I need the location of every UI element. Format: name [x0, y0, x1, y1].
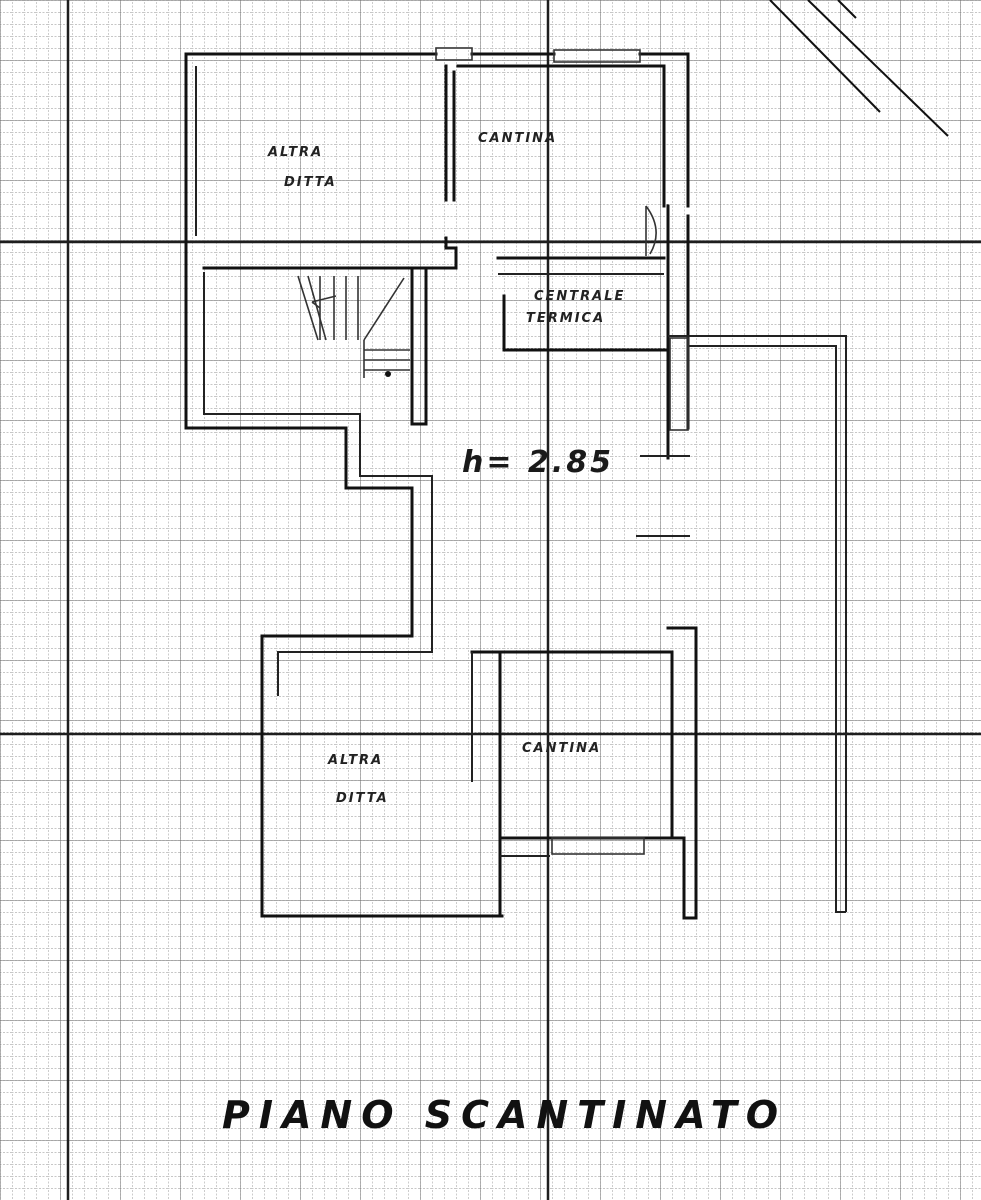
room-label-cantina-south: CANTINA — [522, 741, 601, 756]
drawing-title: PIANO SCANTINATO — [222, 1093, 787, 1137]
room-label-centrale-termica-line2: TERMICA — [526, 311, 605, 326]
room-labels: ALTRA DITTA CANTINA CENTRALE TERMICA ALT… — [267, 131, 625, 806]
room-label-altra-ditta-north-line2: DITTA — [284, 175, 337, 190]
door-swing — [645, 205, 657, 256]
room-label-centrale-termica-line1: CENTRALE — [534, 289, 625, 304]
site-boundary-diagonal — [769, 0, 949, 137]
room-label-altra-ditta-north-line1: ALTRA — [267, 145, 323, 160]
room-label-altra-ditta-south-line1: ALTRA — [327, 753, 383, 768]
stair-symbol — [297, 275, 410, 378]
window-marks — [435, 47, 689, 855]
room-label-cantina-north: CANTINA — [478, 131, 557, 146]
room-label-altra-ditta-south-line2: DITTA — [336, 791, 389, 806]
ceiling-height-label: h= 2.85 — [462, 445, 614, 480]
